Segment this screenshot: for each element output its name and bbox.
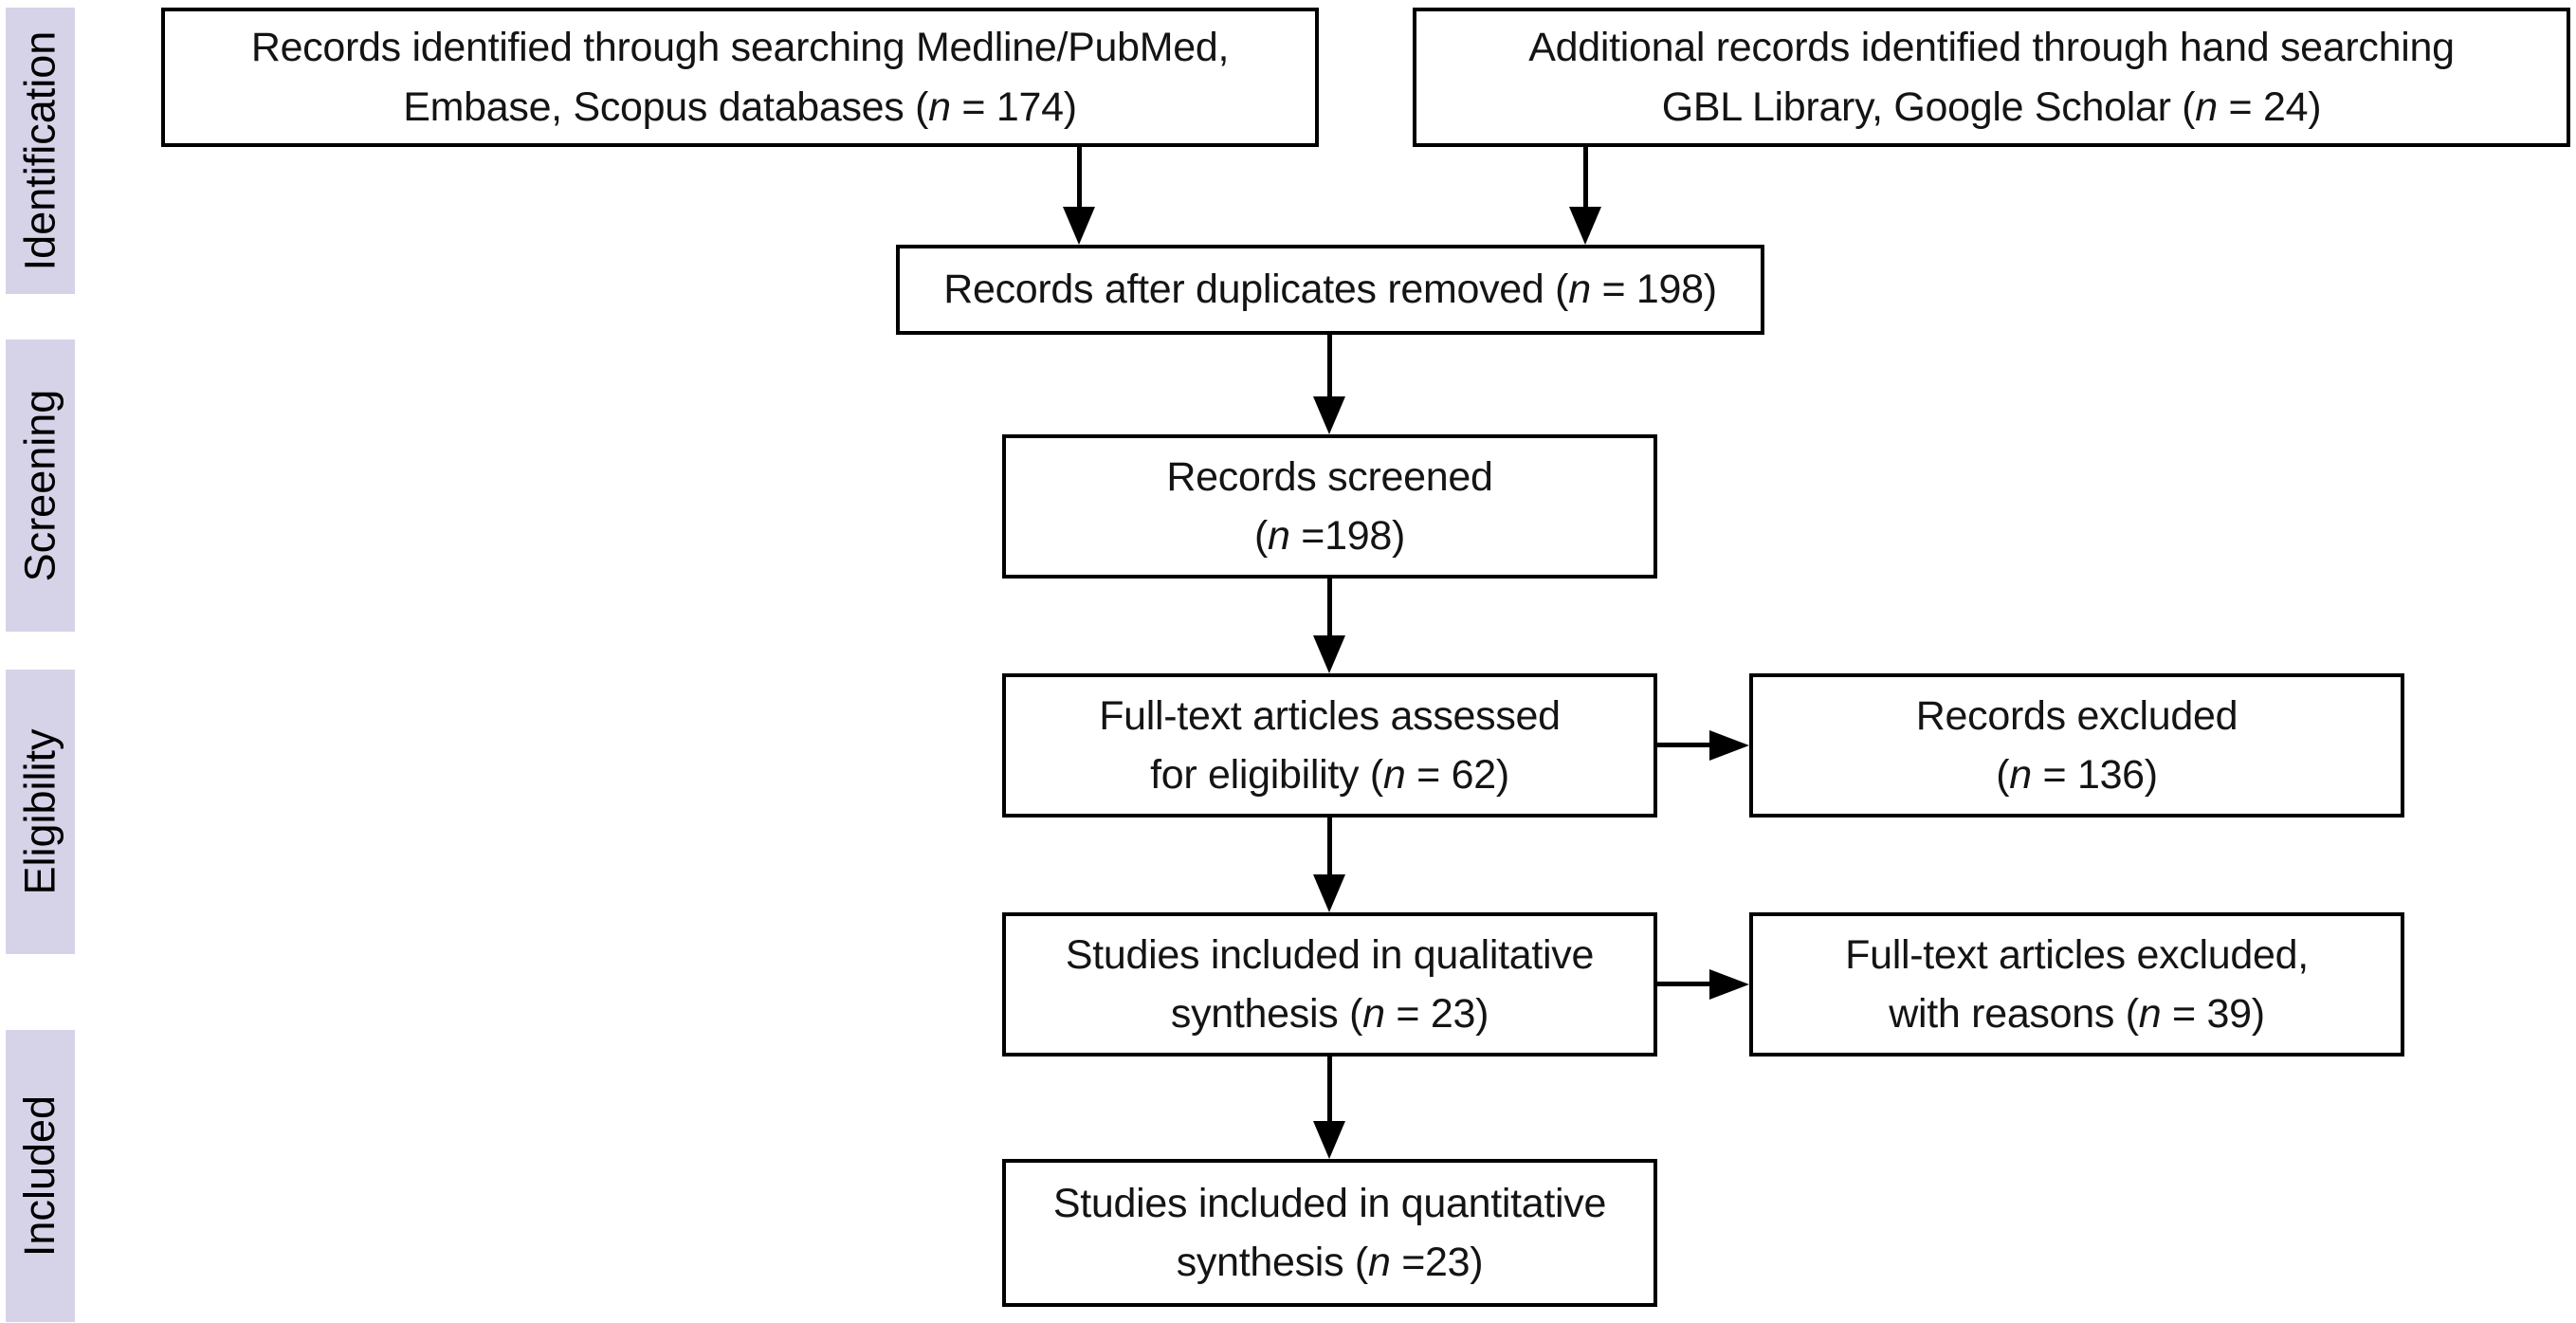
box-line: synthesis (n = 23) xyxy=(1170,991,1489,1037)
box-line: Full-text articles assessed xyxy=(1099,692,1561,739)
arrow-line xyxy=(1327,818,1332,876)
box-line: for eligibility (n = 62) xyxy=(1150,752,1509,798)
box-line: Records excluded xyxy=(1915,692,2238,739)
box-line: Studies included in qualitative xyxy=(1065,931,1595,978)
arrow-head-icon xyxy=(1313,396,1345,434)
box-records-excluded: Records excluded (n = 136) xyxy=(1749,673,2404,818)
stage-label-eligibility: Eligibility xyxy=(15,728,64,895)
arrow-head-icon xyxy=(1063,207,1095,245)
stage-band-screening: Screening xyxy=(6,340,75,632)
box-records-identified-databases: Records identified through searching Med… xyxy=(161,8,1319,147)
n-symbol: n xyxy=(1268,513,1290,559)
arrow-head-icon xyxy=(1313,635,1345,673)
box-quantitative-synthesis: Studies included in quantitative synthes… xyxy=(1002,1159,1657,1307)
n-symbol: n xyxy=(928,83,951,130)
box-line: (n =198) xyxy=(1254,513,1405,559)
arrow-head-icon xyxy=(1709,969,1749,1000)
arrow-line xyxy=(1327,579,1332,637)
box-line: Embase, Scopus databases (n = 174) xyxy=(403,83,1077,130)
n-symbol: n xyxy=(2009,752,2032,798)
box-line: Records after duplicates removed (n = 19… xyxy=(943,266,1717,313)
box-records-screened: Records screened (n =198) xyxy=(1002,434,1657,579)
stage-band-included: Included xyxy=(6,1030,75,1322)
box-fulltext-assessed: Full-text articles assessed for eligibil… xyxy=(1002,673,1657,818)
arrow-line xyxy=(1583,147,1588,211)
box-line: synthesis (n =23) xyxy=(1176,1240,1484,1285)
box-line: (n = 136) xyxy=(1996,752,2158,798)
box-line: Records identified through searching Med… xyxy=(250,25,1230,71)
box-line: Studies included in quantitative xyxy=(1052,1180,1607,1226)
box-additional-records-hand-searching: Additional records identified through ha… xyxy=(1413,8,2570,147)
box-line: with reasons (n = 39) xyxy=(1889,991,2265,1037)
arrow-line xyxy=(1327,335,1332,398)
box-records-after-duplicates-removed: Records after duplicates removed (n = 19… xyxy=(896,245,1764,335)
arrow-line xyxy=(1656,743,1711,747)
arrow-head-icon xyxy=(1709,730,1749,761)
stage-label-identification: Identification xyxy=(15,30,64,271)
stage-band-identification: Identification xyxy=(6,8,75,294)
box-line: Additional records identified through ha… xyxy=(1528,25,2455,71)
stage-label-screening: Screening xyxy=(15,389,64,582)
n-symbol: n xyxy=(1382,752,1406,798)
arrow-head-icon xyxy=(1569,207,1601,245)
stage-label-included: Included xyxy=(15,1094,64,1258)
box-line: Records screened xyxy=(1166,453,1493,500)
n-symbol: n xyxy=(1367,1240,1391,1285)
box-line: GBL Library, Google Scholar (n = 24) xyxy=(1661,83,2322,130)
box-fulltext-excluded: Full-text articles excluded, with reason… xyxy=(1749,912,2404,1057)
n-symbol: n xyxy=(2195,83,2218,130)
arrow-head-icon xyxy=(1313,874,1345,912)
arrow-line xyxy=(1327,1057,1332,1121)
arrow-line xyxy=(1077,147,1082,211)
stage-band-eligibility: Eligibility xyxy=(6,670,75,954)
n-symbol: n xyxy=(1362,991,1385,1037)
arrow-head-icon xyxy=(1313,1121,1345,1159)
box-line: Full-text articles excluded, xyxy=(1845,931,2309,978)
box-qualitative-synthesis: Studies included in qualitative synthesi… xyxy=(1002,912,1657,1057)
n-symbol: n xyxy=(1568,266,1591,313)
arrow-line xyxy=(1656,982,1711,986)
n-symbol: n xyxy=(2138,991,2162,1037)
